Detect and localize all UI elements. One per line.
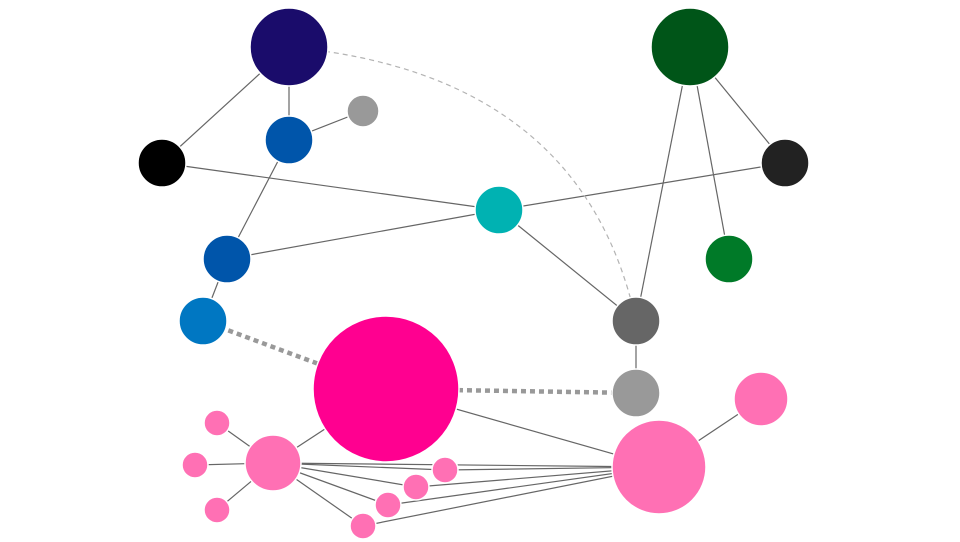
node-green [704, 234, 754, 284]
node-grey-dark [611, 296, 661, 346]
edge-pink-mid-pink-big [272, 462, 660, 468]
edge-teal-black-right [498, 162, 786, 211]
node-pink-b [181, 451, 209, 479]
edge-black-left-teal [161, 162, 500, 211]
node-grey-small [346, 94, 380, 128]
node-black-right [760, 138, 810, 188]
node-pink-c [203, 496, 231, 524]
node-layer [137, 7, 810, 540]
node-pink-mid [244, 434, 302, 492]
node-pink-f [374, 491, 402, 519]
node-pink-big [611, 419, 707, 515]
node-blue3 [178, 296, 228, 346]
node-pink-a [203, 409, 231, 437]
edge-magenta-grey-light [385, 386, 637, 396]
node-blue1 [264, 115, 314, 165]
node-black-left [137, 138, 187, 188]
node-teal [474, 185, 524, 235]
edge-teal-grey-dark [498, 209, 637, 322]
edge-pink-g-pink-big [362, 466, 660, 527]
edge-navy-grey-dark [288, 46, 637, 322]
edge-dkgreen-grey-dark [635, 46, 691, 322]
node-dkgreen [650, 7, 730, 87]
edge-blue2-teal [226, 209, 500, 260]
node-pink-e [402, 473, 430, 501]
node-magenta [312, 315, 460, 463]
node-navy [249, 7, 329, 87]
node-pink-d [431, 456, 459, 484]
node-pink-g [349, 512, 377, 540]
node-grey-light [611, 368, 661, 418]
node-blue2 [202, 234, 252, 284]
node-pink-right [733, 371, 789, 427]
